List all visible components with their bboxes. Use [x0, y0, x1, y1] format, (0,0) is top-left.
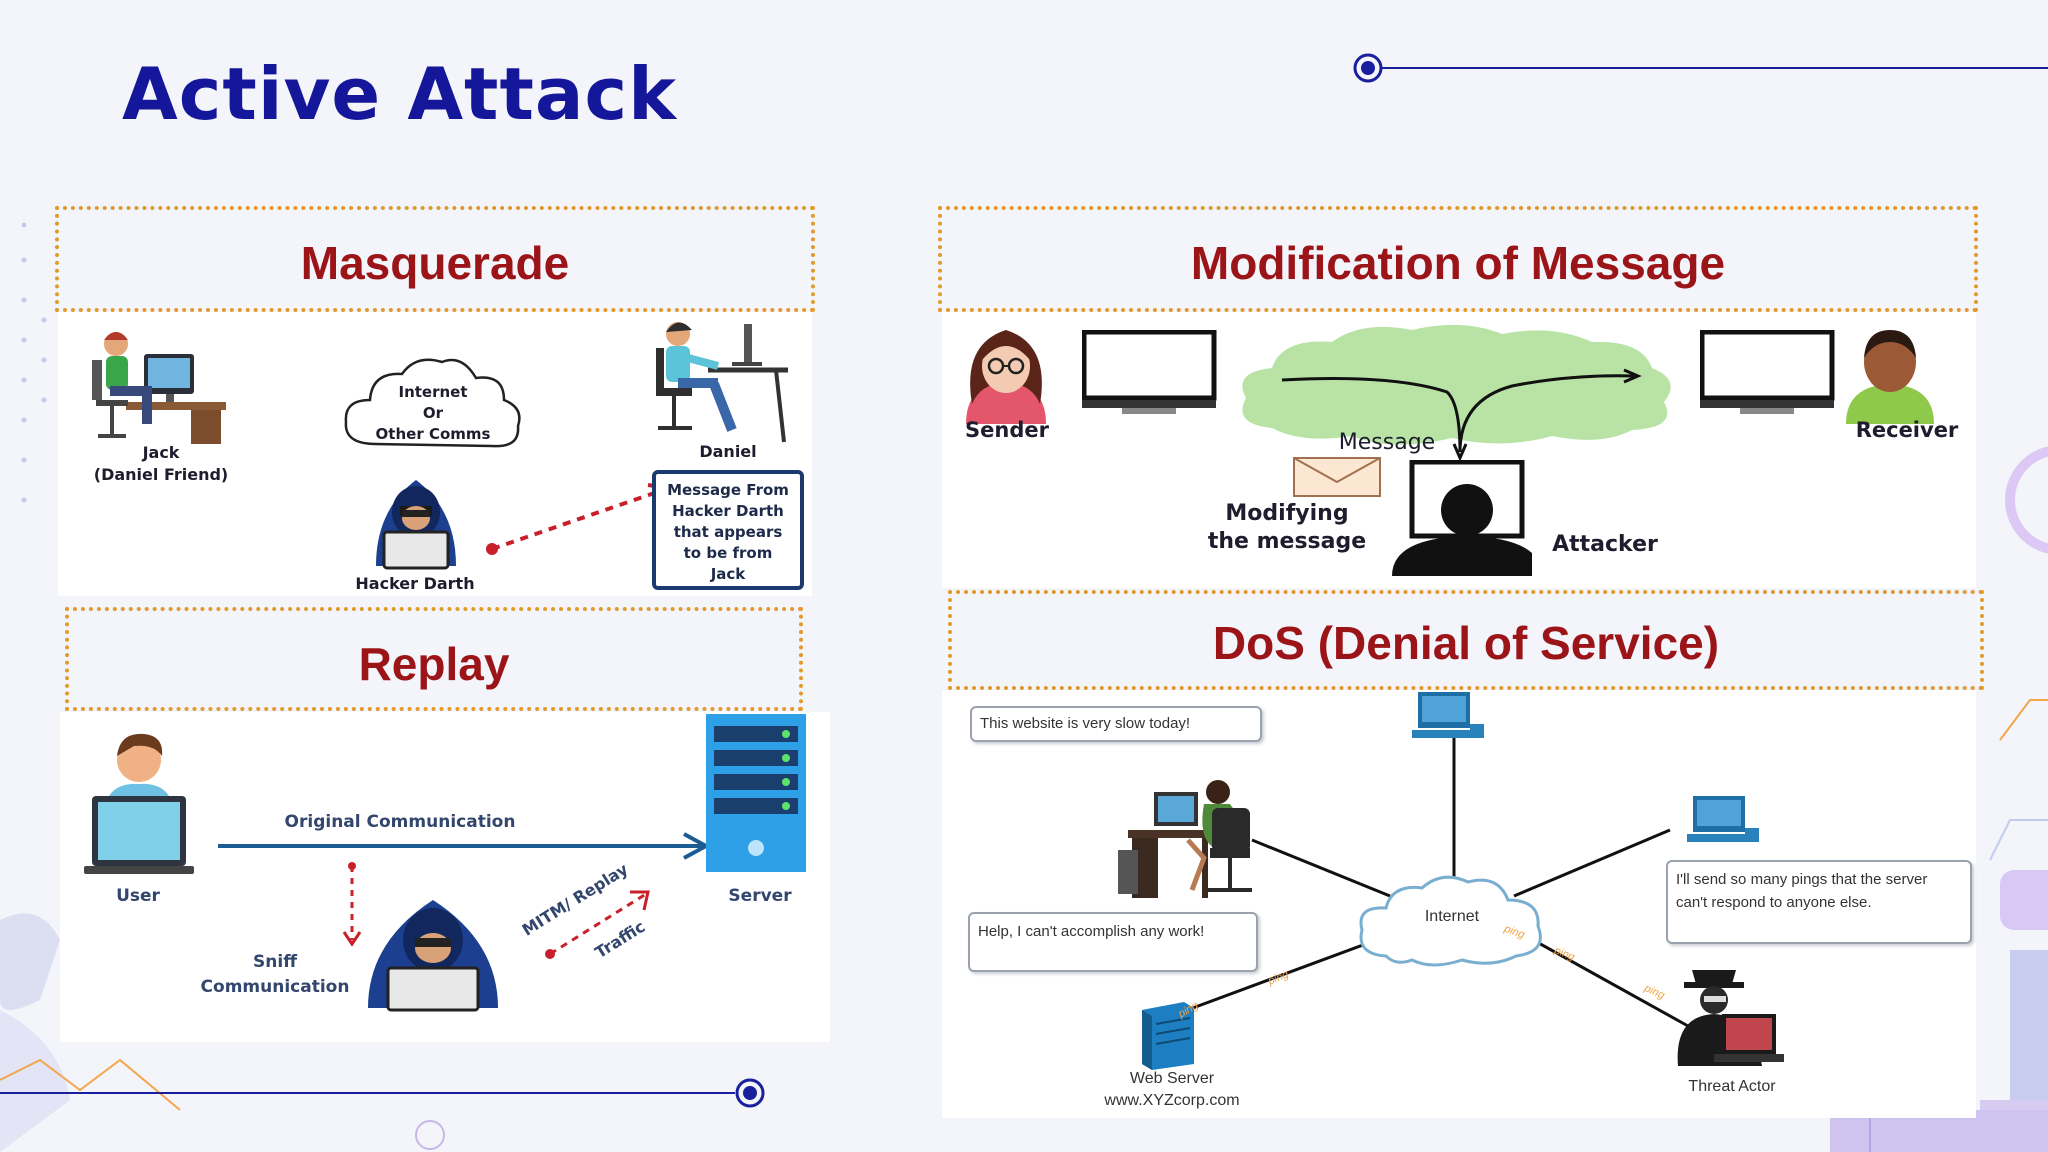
- replay-attack-arrow: [545, 890, 650, 959]
- fake-message-box: Message From Hacker Darth that appears t…: [652, 470, 804, 590]
- right-computer-icon: [1687, 796, 1759, 842]
- fake-message-line-2: Hacker Darth: [672, 502, 784, 520]
- web-server-label-1: Web Server: [1129, 1070, 1215, 1087]
- dos-title: DoS (Denial of Service): [1212, 617, 1720, 669]
- modifying-label-1: Modifying: [1225, 501, 1349, 526]
- jack-label: Jack: [142, 443, 180, 462]
- network-cloud-icon: [1242, 324, 1671, 462]
- modification-title: Modification of Message: [1190, 237, 1726, 289]
- masquerade-title: Masquerade: [300, 237, 570, 289]
- replay-hacker-icon: [368, 900, 498, 1012]
- modification-panel: Sender Receiver Message Modifying the me…: [942, 312, 1976, 588]
- daniel-label: Daniel: [699, 442, 757, 461]
- dos-internet-label: Internet: [1424, 908, 1480, 925]
- masquerade-header-box: Masquerade: [55, 206, 815, 312]
- sender-label: Sender: [965, 418, 1049, 442]
- fake-message-line-5: Jack: [710, 565, 746, 583]
- top-computer-icon: [1412, 692, 1484, 738]
- server-label: Server: [728, 886, 792, 906]
- user-icon: [84, 733, 194, 874]
- receiver-monitor-icon: [1700, 330, 1835, 414]
- modification-header-box: Modification of Message: [938, 206, 1978, 312]
- bubble-help: Help, I can't accomplish any work!: [968, 912, 1258, 972]
- server-icon: [706, 714, 806, 872]
- hacker-icon: [376, 480, 456, 570]
- web-server-label-2: www.XYZcorp.com: [1104, 1092, 1240, 1109]
- desk-user-icon: [1118, 780, 1252, 898]
- masquerade-attack-arrow: [486, 483, 672, 555]
- slide-title: Active Attack: [122, 52, 678, 136]
- message-label: Message: [1338, 430, 1436, 455]
- fake-message-line-4: to be from: [683, 544, 773, 562]
- jack-person-icon: [92, 332, 226, 444]
- decorative-dots: [21, 222, 47, 503]
- cloud-label-2: Or: [422, 404, 444, 422]
- hacker-label: Hacker Darth: [355, 574, 475, 593]
- decorative-bottom-left: [0, 913, 765, 1152]
- envelope-icon: [1293, 457, 1381, 497]
- original-comm-label: Original Communication: [284, 812, 516, 832]
- replay-title: Replay: [358, 638, 510, 690]
- decorative-line-top: [1353, 53, 2048, 83]
- sniff-label-2: Communication: [200, 977, 350, 997]
- dos-header-box: DoS (Denial of Service): [948, 590, 1984, 690]
- sender-monitor-icon: [1082, 330, 1217, 414]
- sniff-label-1: Sniff: [253, 952, 297, 972]
- attacker-icon: [1392, 460, 1532, 576]
- masquerade-panel: Jack (Daniel Friend) Internet Or Other C…: [58, 312, 812, 596]
- receiver-label: Receiver: [1855, 418, 1959, 442]
- cloud-label-3: Other Comms: [375, 425, 491, 443]
- bubble-threat: I'll send so many pings that the server …: [1666, 860, 1972, 944]
- receiver-icon: [1846, 330, 1934, 424]
- attacker-label: Attacker: [1552, 532, 1658, 557]
- threat-actor-icon: [1677, 970, 1784, 1066]
- dos-internet-cloud-icon: [1359, 875, 1542, 967]
- jack-sublabel: (Daniel Friend): [93, 465, 229, 484]
- user-label: User: [116, 886, 160, 906]
- decorative-right: [1980, 446, 2048, 1152]
- internet-cloud-icon: [344, 358, 521, 448]
- replay-panel: User Original Communication Sniff Commun…: [60, 712, 830, 1042]
- dos-network-lines: [1181, 734, 1689, 1028]
- replay-header-box: Replay: [65, 607, 803, 711]
- bubble-slow-website: This website is very slow today!: [970, 706, 1262, 742]
- web-server-icon: [1142, 1002, 1194, 1070]
- modifying-label-2: the message: [1207, 529, 1367, 554]
- sender-icon: [966, 330, 1046, 424]
- threat-actor-label: Threat Actor: [1688, 1078, 1776, 1095]
- daniel-person-icon: [656, 322, 788, 443]
- dos-panel: Internet Web Server: [942, 690, 1976, 1118]
- fake-message-line-1: Message From: [667, 481, 789, 499]
- cloud-label-1: Internet: [398, 383, 468, 401]
- fake-message-line-3: that appears: [673, 523, 783, 541]
